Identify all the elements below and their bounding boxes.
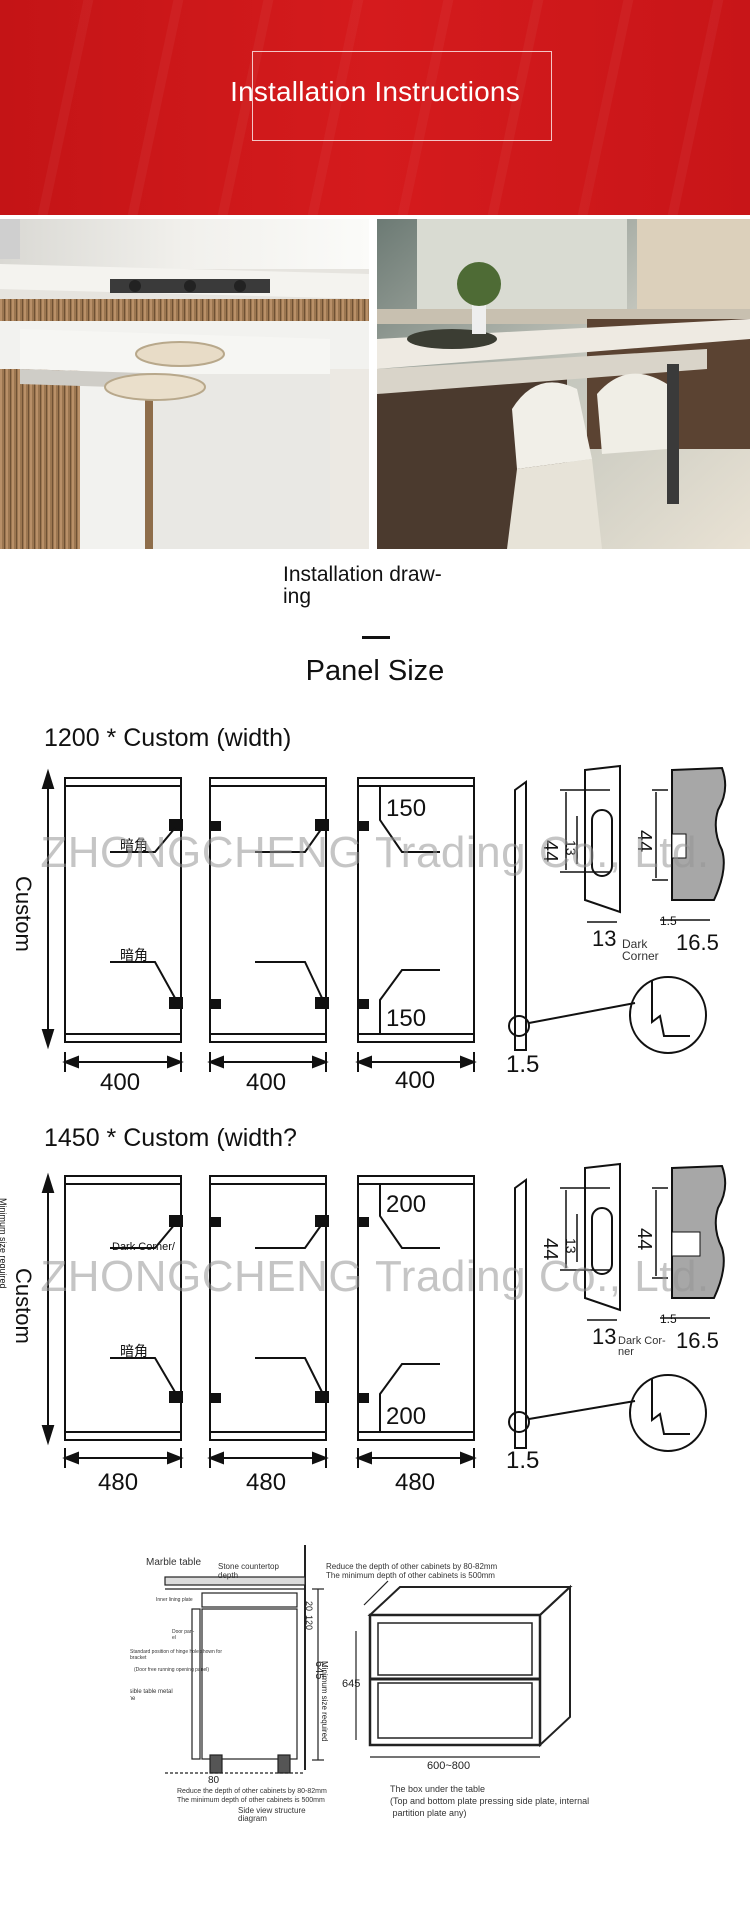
min-size-note: Minimum size required <box>0 1198 8 1289</box>
svg-text:13: 13 <box>592 1324 616 1349</box>
svg-text:600~800: 600~800 <box>427 1760 470 1772</box>
svg-text:Inner lining plate: Inner lining plate <box>156 1597 193 1603</box>
side-view-and-box-diagram: 20 120 645 Minimum size required 80 Marb… <box>120 1545 600 1825</box>
svg-text:Minimum size required: Minimum size required <box>320 1661 329 1741</box>
svg-text:200: 200 <box>386 1403 426 1430</box>
svg-text:暗角: 暗角 <box>120 837 148 853</box>
svg-text:13: 13 <box>563 1238 579 1254</box>
svg-text:150: 150 <box>386 795 426 822</box>
svg-text:400: 400 <box>395 1067 435 1090</box>
svg-text:13: 13 <box>592 926 616 951</box>
svg-text:Marble table: Marble table <box>146 1557 201 1568</box>
svg-text:150: 150 <box>386 1005 426 1032</box>
side-label-custom: Custom <box>11 876 36 952</box>
svg-text:13: 13 <box>563 840 579 856</box>
svg-text:44: 44 <box>539 1238 561 1260</box>
kitchen-photo-island-chairs <box>377 219 750 549</box>
title-frame <box>252 51 552 141</box>
svg-text:Door pan-el: Door pan-el <box>172 1629 195 1641</box>
svg-text:Reduce the depth of other cabi: Reduce the depth of other cabinets by 80… <box>177 1788 327 1804</box>
svg-text:The box under the table(Top an: The box under the table(Top and bottom p… <box>390 1784 589 1818</box>
svg-text:400: 400 <box>246 1069 286 1090</box>
svg-text:Dark Corner/: Dark Corner/ <box>112 1241 176 1253</box>
svg-text:200: 200 <box>386 1191 426 1218</box>
svg-text:480: 480 <box>98 1469 138 1496</box>
svg-text:1.5: 1.5 <box>660 1312 677 1326</box>
svg-text:400: 400 <box>100 1069 140 1090</box>
svg-text:1.5: 1.5 <box>506 1447 539 1474</box>
svg-text:20: 20 <box>304 1601 314 1611</box>
svg-text:暗角: 暗角 <box>120 1343 148 1359</box>
svg-text:1.5: 1.5 <box>506 1051 539 1078</box>
installation-drawing-caption: Installation draw- ing <box>283 563 442 608</box>
svg-text:16.5: 16.5 <box>676 1328 719 1353</box>
header-banner: Installation Instructions <box>0 0 750 215</box>
svg-text:(Door free running opening pan: (Door free running opening panel) <box>134 1667 209 1673</box>
banner-title: Installation Instructions <box>230 76 520 107</box>
svg-text:645: 645 <box>342 1678 360 1690</box>
svg-text:44: 44 <box>633 1228 655 1250</box>
panel-1450-label: 1450 * Custom (width? <box>44 1124 297 1152</box>
svg-text:Reduce the depth of other cabi: Reduce the depth of other cabinets by 80… <box>326 1562 498 1580</box>
panel-diagram-1450: Custom Minimum size required Dark Corner… <box>0 1158 750 1498</box>
svg-text:480: 480 <box>395 1469 435 1496</box>
kitchen-photo-pullout-table <box>0 219 369 549</box>
panel-diagram-1200: Custom 暗角 暗角 150 150 400 400 400 <box>0 760 750 1096</box>
panel-1200-label: 1200 * Custom (width) <box>44 724 292 752</box>
svg-text:645: 645 <box>313 1661 325 1679</box>
svg-text:16.5: 16.5 <box>676 930 719 955</box>
svg-text:44: 44 <box>539 840 561 862</box>
svg-text:120: 120 <box>304 1615 314 1630</box>
svg-text:80: 80 <box>208 1775 220 1786</box>
svg-text:Standard position of hinge hol: Standard position of hinge hole shown fo… <box>130 1649 222 1661</box>
svg-text:44: 44 <box>633 830 655 852</box>
panel-size-heading: Panel Size <box>305 655 445 687</box>
side-label-custom-2: Custom <box>11 1268 36 1344</box>
section-divider <box>362 636 390 639</box>
svg-text:Invisible table metalframe: Invisible table metalframe <box>130 1689 173 1702</box>
dark-corner-label-2: Dark Cor-ner <box>618 1335 666 1358</box>
svg-text:480: 480 <box>246 1469 286 1496</box>
svg-text:暗角: 暗角 <box>120 947 148 963</box>
svg-text:1.5: 1.5 <box>660 914 677 928</box>
